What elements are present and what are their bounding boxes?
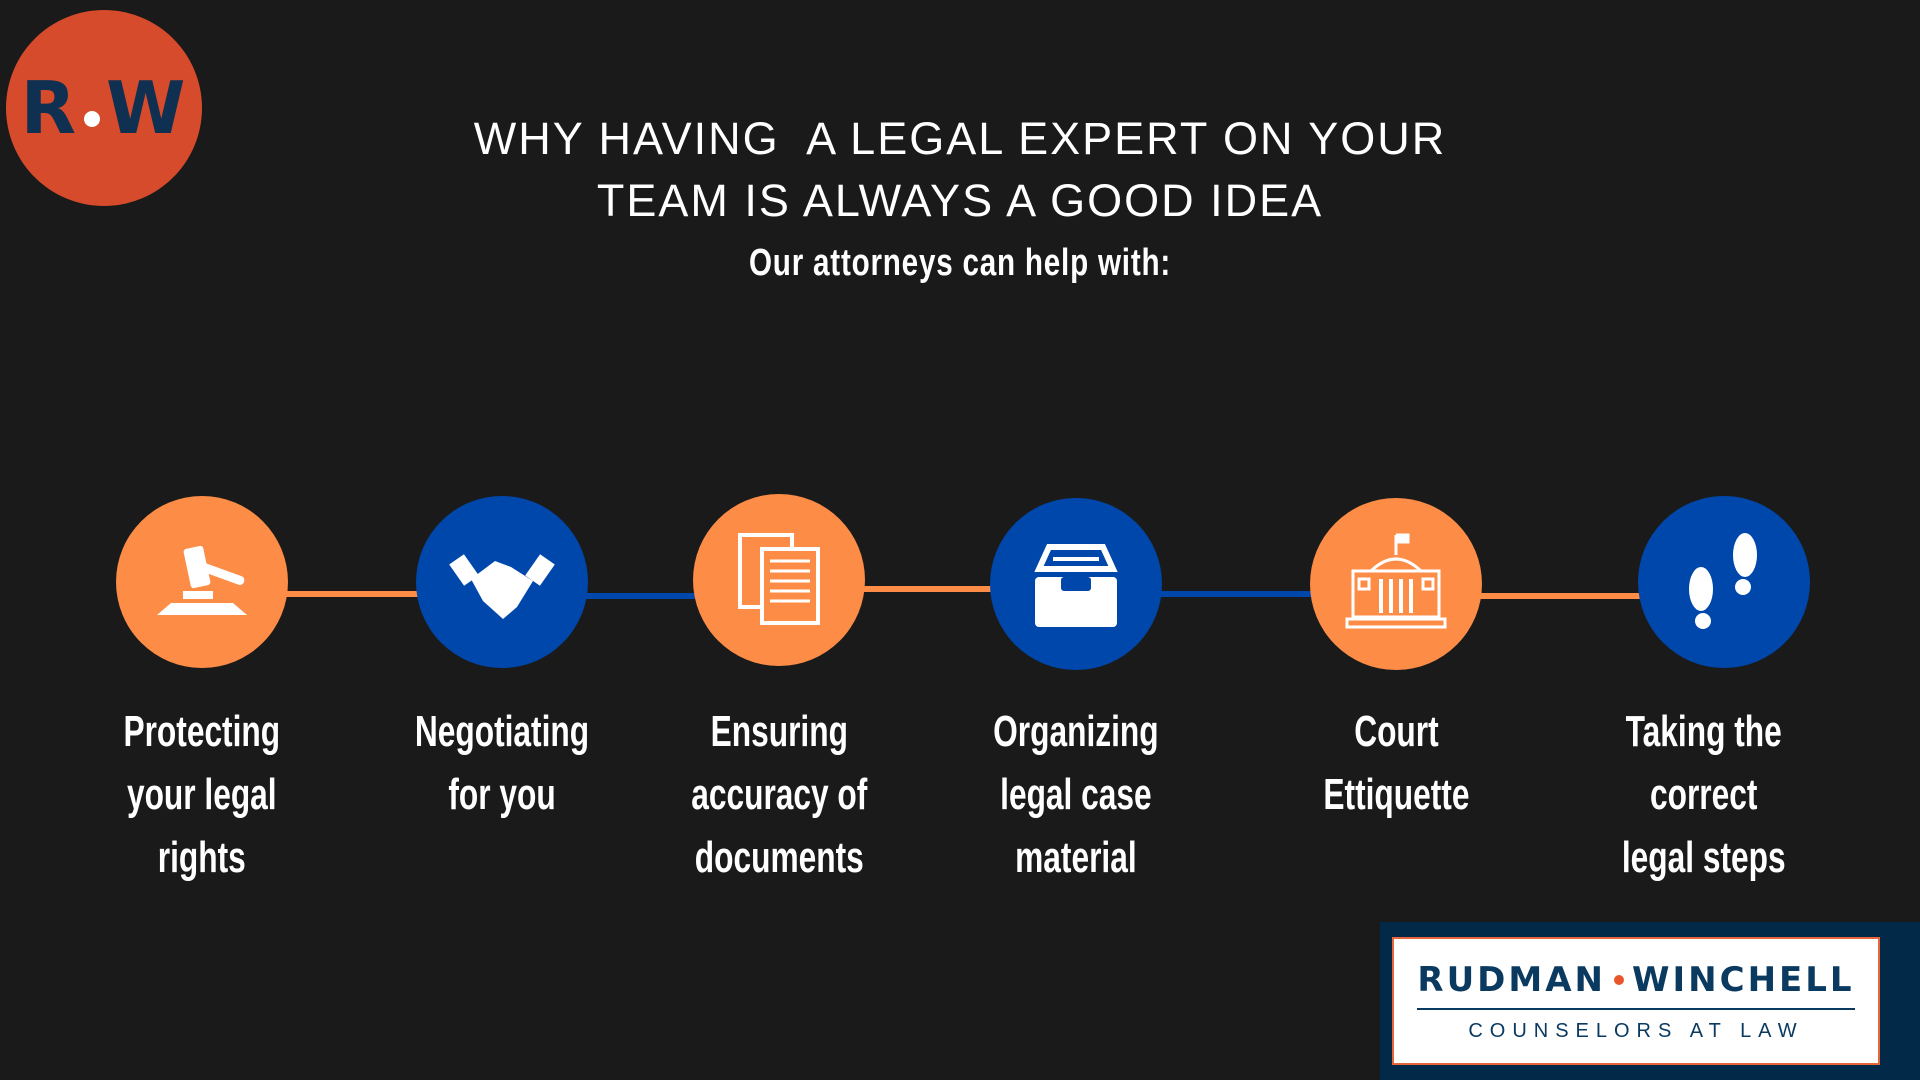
connector-line (860, 586, 1000, 592)
item-label-ensuring-accuracy: Ensuring accuracy of documents (690, 707, 868, 882)
brand-name-right: WINCHELL (1632, 959, 1855, 1000)
item-label-organizing-material: Organizing legal case material (993, 707, 1159, 882)
gavel-circle (116, 496, 288, 668)
documents-icon (738, 533, 820, 625)
item-label-protecting-rights: Protecting your legal rights (123, 707, 281, 882)
item-label-court-etiquette: Court Ettiquette (1322, 707, 1470, 819)
handshake-icon (449, 554, 555, 619)
title-line-1: WHY HAVING A LEGAL EXPERT ON YOUR (473, 113, 1447, 164)
brand-tagline: COUNSELORS AT LAW (1468, 1019, 1804, 1042)
logo-dot (84, 111, 101, 127)
item-label-legal-steps: Taking the correct legal steps (1622, 707, 1786, 882)
gavel-icon (157, 545, 247, 615)
page-title: WHY HAVING A LEGAL EXPERT ON YOUR TEAM I… (0, 108, 1920, 232)
logo-letter-w: W (106, 66, 188, 150)
brand-dot (1614, 974, 1625, 985)
inbox-circle (990, 498, 1162, 670)
handshake-circle (416, 496, 588, 668)
documents-circle (693, 494, 865, 666)
courthouse-icon (1345, 533, 1447, 629)
inbox-tray-icon (1034, 544, 1118, 627)
item-label-negotiating: Negotiating for you (414, 707, 590, 819)
footsteps-circle (1638, 496, 1810, 668)
title-line-2: TEAM IS ALWAYS A GOOD IDEA (596, 175, 1324, 226)
courthouse-circle (1310, 498, 1482, 670)
logo-letter-r: R (20, 66, 79, 150)
brand-name-left: RUDMAN (1417, 959, 1607, 1000)
connector-line (1470, 593, 1650, 599)
connector-line (1150, 591, 1320, 597)
brand-logo: RUDMAN WINCHELL COUNSELORS AT LAW (1380, 922, 1920, 1080)
footsteps-icon (1689, 533, 1757, 629)
connector-line (580, 593, 700, 599)
connector-line (280, 591, 430, 597)
subtitle: Our attorneys can help with: (748, 242, 1172, 284)
